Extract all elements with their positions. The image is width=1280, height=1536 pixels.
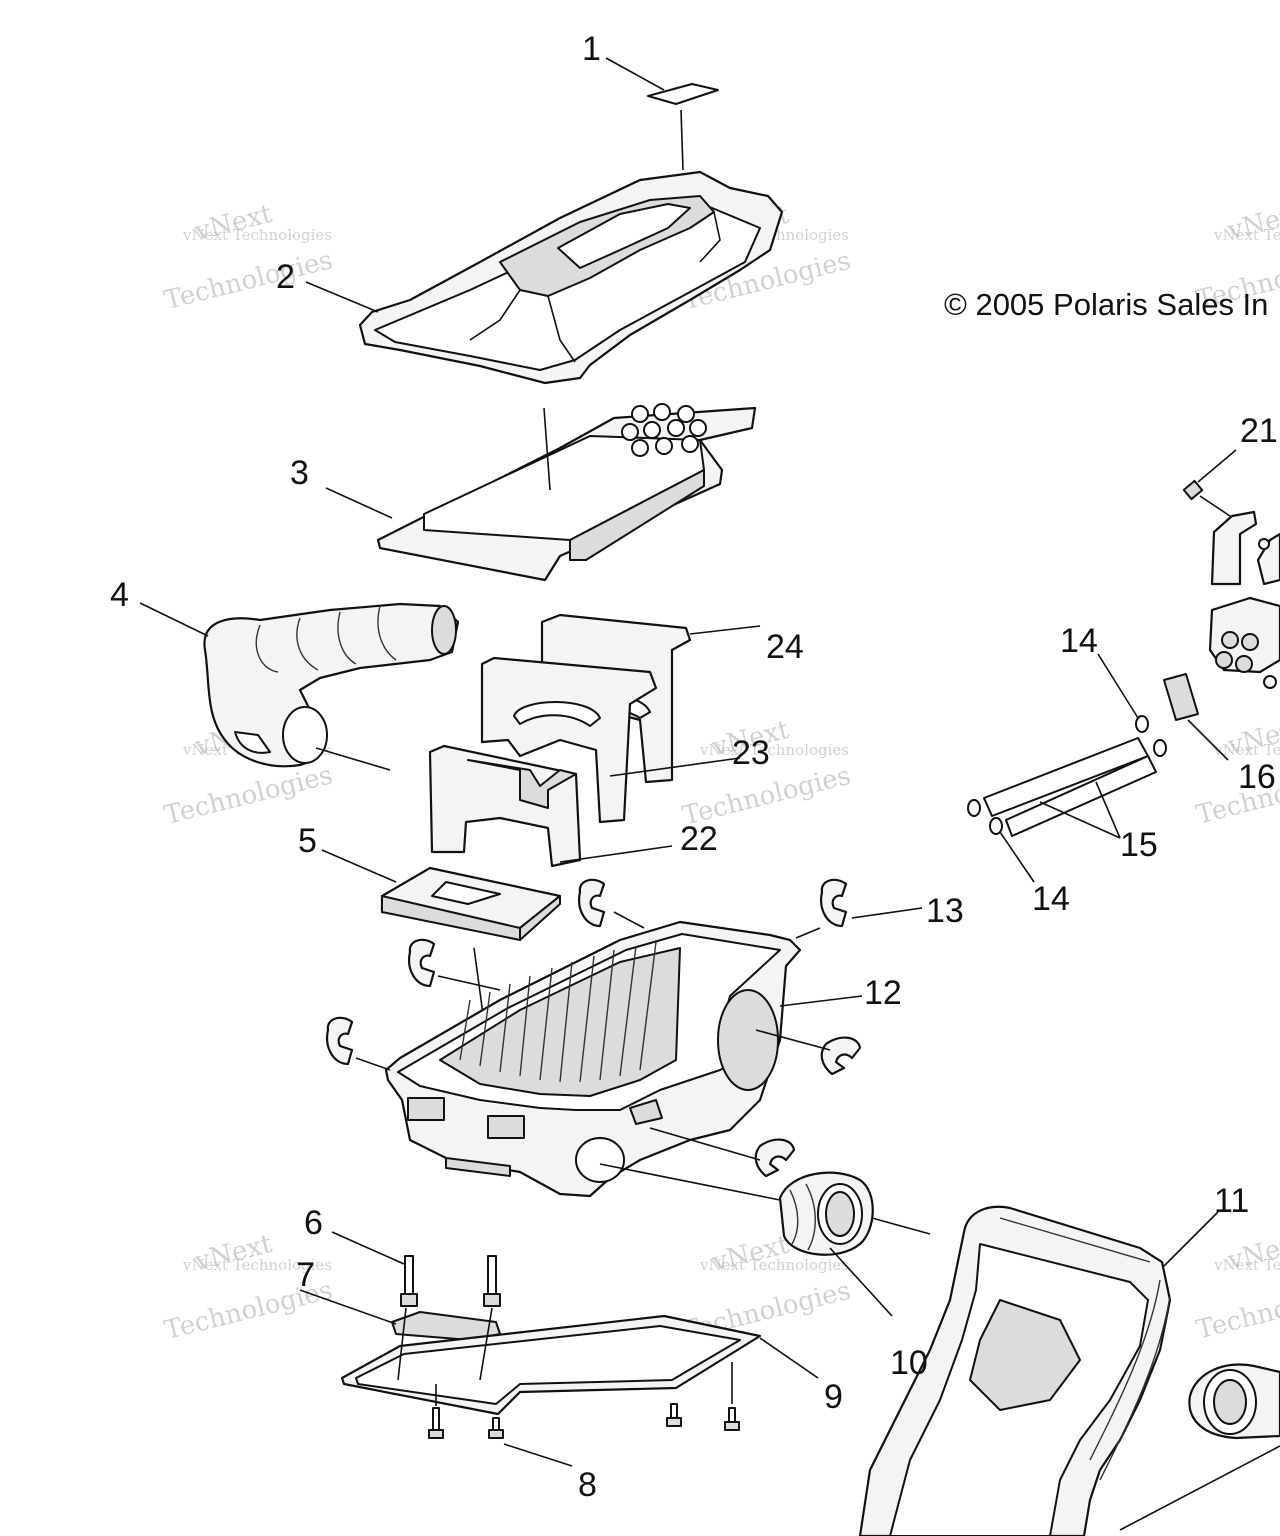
svg-text:vNext Technologies: vNext Technologies [182, 1256, 332, 1274]
part-11-outlet-duct [858, 1205, 1219, 1536]
watermark-top-left: vNext vNext Technologies Technologies [161, 199, 335, 316]
part-13-clips [326, 878, 923, 1178]
svg-text:vNext Technologies: vNext Technologies [1213, 1256, 1280, 1274]
part-9-skid-plate [340, 1307, 819, 1416]
watermark-mid-center: vNext vNext Technologies Technologies [680, 715, 854, 832]
svg-text:Technologies: Technologies [1193, 1275, 1280, 1346]
filter-holes [621, 403, 707, 457]
throttle-bracket [1210, 510, 1280, 586]
part-7-retainer [299, 1289, 501, 1341]
callout-23: 23 [732, 734, 770, 772]
callout-9: 9 [824, 1378, 843, 1416]
part-16-gasket [1163, 673, 1229, 761]
housing-ribs [459, 941, 657, 1083]
callout-2: 2 [276, 258, 295, 296]
part-21-bolt [1182, 449, 1237, 521]
callout-14-top: 14 [1060, 622, 1098, 660]
watermark-bottom-right: vNext vNext Technologies Technologies [1193, 1228, 1280, 1345]
throttle-body [1208, 596, 1280, 689]
part-3-air-filter [325, 403, 757, 582]
part-10-coupler [599, 1163, 931, 1317]
callout-13: 13 [926, 892, 964, 930]
callout-4: 4 [110, 576, 129, 614]
callout-14-bottom: 14 [1032, 880, 1070, 918]
part-4-intake-duct [139, 602, 460, 771]
copyright-notice: © 2005 Polaris Sales In [944, 287, 1268, 322]
svg-text:vNext Technologies: vNext Technologies [699, 741, 849, 759]
part-2-airbox-cover [305, 170, 784, 385]
part-23-baffle [480, 656, 741, 824]
part-5-foam-pad [321, 849, 562, 1111]
callout-6: 6 [304, 1204, 323, 1242]
svg-text:Technologies: Technologies [161, 245, 335, 316]
part-6-pins [331, 1231, 501, 1307]
callout-10: 10 [890, 1344, 928, 1382]
part-8-screws [428, 1362, 740, 1467]
callout-15: 15 [1120, 826, 1158, 864]
callout-22: 22 [680, 820, 718, 858]
callout-8: 8 [578, 1466, 597, 1504]
svg-text:vNext Technologies: vNext Technologies [1213, 741, 1280, 759]
callout-16: 16 [1238, 758, 1276, 796]
svg-text:Technologies: Technologies [161, 760, 335, 831]
part-small-coupler [1119, 1363, 1280, 1531]
callout-labels: 1 2 3 4 5 6 7 8 9 10 11 12 13 14 14 15 1… [110, 30, 1278, 1504]
callout-1: 1 [582, 30, 601, 68]
svg-text:vNext Technologies: vNext Technologies [182, 226, 332, 244]
callout-21: 21 [1240, 412, 1278, 450]
callout-12: 12 [864, 974, 902, 1012]
part-1-decal [605, 57, 719, 171]
svg-text:vNext Technologies: vNext Technologies [1213, 226, 1280, 244]
part-22-baffle [428, 744, 673, 868]
callout-7: 7 [296, 1256, 315, 1294]
part-14-clamps [967, 653, 1167, 883]
part-12-airbox-housing [384, 920, 863, 1198]
callout-5: 5 [298, 822, 317, 860]
callout-11: 11 [1214, 1182, 1249, 1220]
svg-text:vNext Technologies: vNext Technologies [699, 1256, 849, 1274]
part-15-hoses [983, 737, 1157, 839]
callout-3: 3 [290, 454, 309, 492]
callout-24: 24 [766, 628, 804, 666]
